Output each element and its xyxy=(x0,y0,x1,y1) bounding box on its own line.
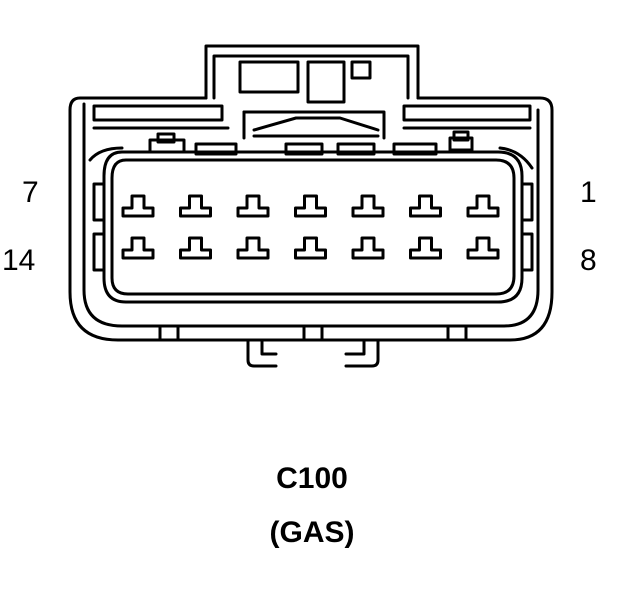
terminal-cavity xyxy=(236,236,270,260)
terminal-cavity xyxy=(121,236,155,260)
pin-label-14: 14 xyxy=(2,244,36,277)
connector-variant: (GAS) xyxy=(269,516,355,549)
terminal-cavity xyxy=(236,194,270,218)
terminal-cavity xyxy=(121,194,155,218)
connector-name: C100 xyxy=(276,462,348,495)
terminal-cavities xyxy=(121,194,500,260)
pin-label-1: 1 xyxy=(580,176,597,209)
terminal-cavity xyxy=(409,236,442,260)
terminal-cavity xyxy=(466,194,500,218)
terminal-cavity xyxy=(294,194,327,218)
terminal-cavity xyxy=(409,194,442,218)
terminal-cavity xyxy=(294,236,327,260)
pin-label-8: 8 xyxy=(580,244,597,277)
terminal-cavity xyxy=(351,236,385,260)
pin-label-7: 7 xyxy=(22,176,39,209)
terminal-cavity xyxy=(351,194,385,218)
terminal-cavity xyxy=(179,236,212,260)
terminal-cavity xyxy=(466,236,500,260)
bottom-tabs xyxy=(158,324,468,368)
connector-face xyxy=(88,146,534,304)
connector-housing xyxy=(68,96,554,342)
side-keys xyxy=(92,182,534,272)
terminal-cavity xyxy=(179,194,212,218)
connector-latch xyxy=(204,44,420,104)
